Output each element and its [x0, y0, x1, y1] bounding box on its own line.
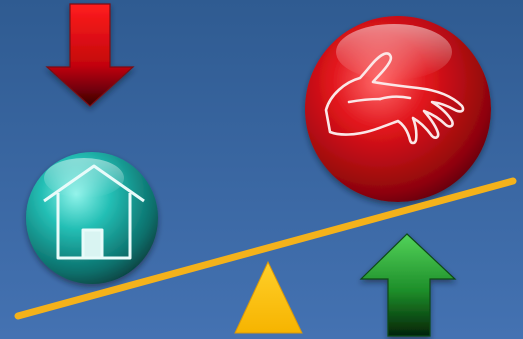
- hand-ball: [305, 16, 491, 202]
- house-ball: [26, 152, 158, 284]
